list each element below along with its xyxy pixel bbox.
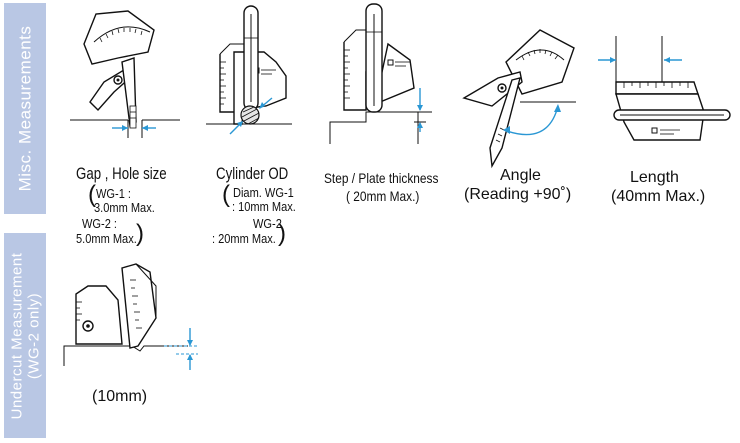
length-title: Length: [630, 169, 679, 186]
cylinder-wg1-value: : 10mm Max.: [232, 199, 296, 214]
step-gauge-figure: [329, 3, 432, 144]
cylinder-wg2-label: WG-2: [253, 216, 282, 231]
undercut-measurement-section-label: Undercut Measurement (WG-2 only): [4, 233, 46, 438]
angle-gauge-figure: [462, 29, 576, 169]
misc-measurements-section-label: Misc. Measurements: [4, 3, 46, 214]
gap-wg2-value: 5.0mm Max.: [76, 231, 137, 246]
gap-open-paren: (: [88, 181, 96, 208]
undercut-max: (10mm): [92, 388, 148, 405]
length-max: (40mm Max.): [611, 188, 706, 205]
undercut-measurement-label: Undercut Measurement (WG-2 only): [8, 252, 42, 419]
length-gauge-figure: [598, 36, 731, 141]
gap-close-paren: ): [136, 220, 144, 247]
gap-wg1-value: 3.0mm Max.: [94, 200, 155, 215]
cylinder-wg1-label: Diam. WG-1: [233, 185, 294, 200]
cylinder-wg2-value: : 20mm Max.: [212, 231, 276, 246]
angle-reading: (Reading +90˚): [464, 186, 572, 203]
cylinder-title: Cylinder OD: [216, 164, 289, 183]
misc-measurements-label: Misc. Measurements: [15, 25, 35, 192]
cylinder-close-paren: ): [278, 220, 286, 247]
cylinder-gauge-figure: [206, 5, 292, 135]
angle-title: Angle: [500, 167, 541, 184]
gap-title: Gap , Hole size: [76, 164, 167, 183]
step-max: ( 20mm Max.): [346, 188, 420, 204]
cylinder-open-paren: (: [222, 181, 230, 208]
gap-wg2-label: WG-2 :: [82, 216, 117, 231]
step-title: Step / Plate thickness: [324, 170, 439, 186]
gap-wg1-label: WG-1 :: [96, 186, 131, 201]
gap-gauge-figure: [70, 10, 180, 138]
undercut-gauge-figure: [63, 263, 198, 370]
